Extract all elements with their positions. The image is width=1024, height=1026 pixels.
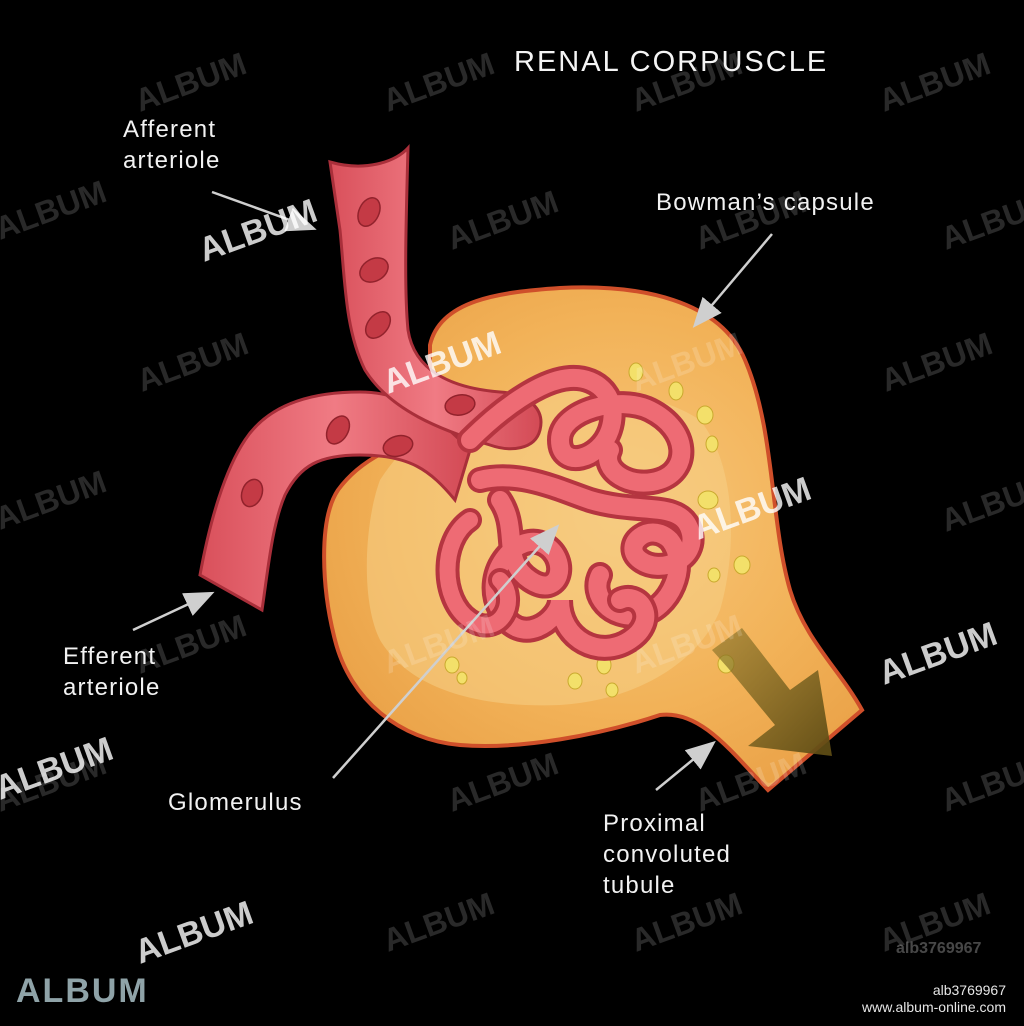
diagram-title: RENAL CORPUSCLE: [514, 46, 829, 78]
svg-text:ALBUM: ALBUM: [936, 465, 1024, 538]
album-logo: ALBUM: [16, 972, 149, 1010]
stock-id: alb3769967: [932, 982, 1006, 998]
leader-lines: [132, 190, 773, 791]
stock-id-watermark: alb3769967: [896, 940, 982, 957]
glomerulus-leader: [332, 524, 560, 779]
svg-text:ALBUM: ALBUM: [442, 745, 563, 818]
filtrate-flow-arrow: [712, 628, 832, 756]
label-efferent-arteriole: Efferent arteriole: [63, 643, 161, 701]
svg-text:ALBUM: ALBUM: [442, 183, 563, 256]
glomerulus-capillary-loops: [435, 364, 705, 661]
svg-text:ALBUM: ALBUM: [874, 615, 1002, 693]
svg-text:ALBUM: ALBUM: [936, 183, 1024, 256]
svg-text:ALBUM: ALBUM: [378, 885, 499, 958]
label-proximal-convoluted-tubule: Proximal convoluted tubule: [603, 810, 732, 899]
svg-text:ALBUM: ALBUM: [194, 192, 322, 270]
label-bowmans-capsule: Bowman’s capsule: [656, 189, 875, 216]
bowman-leader: [692, 233, 773, 328]
svg-text:ALBUM: ALBUM: [0, 173, 111, 246]
svg-text:ALBUM: ALBUM: [132, 325, 253, 398]
label-afferent-arteriole: Afferent arteriole: [123, 116, 221, 174]
website-url: www.album-online.com: [862, 999, 1006, 1015]
svg-text:ALBUM: ALBUM: [0, 463, 111, 536]
red-blood-cells: [240, 197, 476, 508]
afferent-leader: [211, 190, 317, 232]
svg-text:ALBUM: ALBUM: [378, 45, 499, 118]
svg-text:ALBUM: ALBUM: [936, 745, 1024, 818]
proximal-leader: [655, 740, 716, 791]
svg-text:ALBUM: ALBUM: [874, 45, 995, 118]
svg-text:ALBUM: ALBUM: [130, 894, 258, 972]
label-glomerulus: Glomerulus: [168, 789, 303, 816]
svg-text:ALBUM: ALBUM: [130, 45, 251, 118]
svg-text:ALBUM: ALBUM: [876, 325, 997, 398]
efferent-leader: [132, 591, 215, 632]
